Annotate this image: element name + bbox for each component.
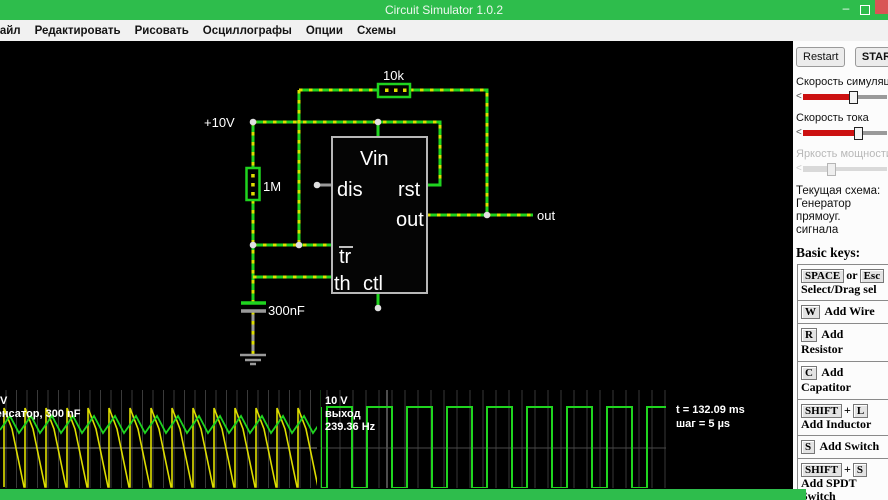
current-speed-track[interactable]: [803, 126, 887, 140]
circuit-canvas[interactable]: +10V 10k 1M 300nF out Vin dis rst out tr…: [0, 41, 793, 500]
window-title: Circuit Simulator 1.0.2: [384, 3, 504, 17]
sim-time: t = 132.09 ms: [676, 404, 745, 416]
start-stop-button[interactable]: START/stop: [854, 47, 888, 67]
current-circuit-caption: Текущая схема:: [796, 185, 881, 197]
close-button[interactable]: [875, 0, 888, 14]
hotkey-connector: or: [846, 268, 858, 282]
menu-edit[interactable]: Редактировать: [34, 24, 121, 37]
menu-draw[interactable]: Рисовать: [134, 24, 189, 37]
chip-pin-rst: rst: [398, 179, 421, 201]
scope-capacitor-value: V: [0, 395, 8, 407]
sim-step: шаг = 5 µs: [676, 418, 731, 430]
power-brightness-thumb: [827, 162, 837, 176]
chip-pin-vin: Vin: [360, 148, 389, 170]
sim-speed-thumb[interactable]: [849, 90, 859, 104]
sim-speed-track[interactable]: [803, 90, 887, 104]
scope-capacitor-title: конденсатор, 300 nF: [0, 408, 81, 420]
menu-bar: Файл Редактировать Рисовать Осциллографы…: [0, 20, 888, 42]
resistor-10k-dots: [385, 88, 407, 92]
scope-output[interactable]: 10 V выход 239.36 Hz: [320, 390, 666, 488]
scope-output-plot: [321, 390, 666, 488]
key-s: S: [852, 463, 867, 477]
menu-file[interactable]: Файл: [0, 24, 21, 37]
current-circuit-name-2: сигнала: [796, 224, 839, 236]
ground-symbol[interactable]: [240, 353, 266, 366]
junction-dots: [249, 118, 491, 312]
current-speed-thumb[interactable]: [853, 126, 863, 140]
hotkey-row: S Add Switch: [798, 436, 888, 459]
slider-left-arrow[interactable]: <: [796, 90, 802, 102]
hotkey-label: Add Capatitor: [801, 365, 851, 394]
slider-left-arrow[interactable]: <: [796, 126, 802, 138]
chip-pin-dis: dis: [337, 179, 363, 201]
window-bottom-border: [0, 489, 806, 500]
hotkey-label: Add Resistor: [801, 327, 844, 356]
circuit-drawing: +10V 10k 1M 300nF out Vin dis rst out tr…: [204, 68, 555, 366]
cap-label: 300nF: [268, 303, 305, 318]
hotkey-label: Add Wire: [822, 304, 875, 318]
key-r: R: [801, 328, 817, 342]
menu-options[interactable]: Опции: [305, 24, 343, 37]
hotkey-connector: +: [844, 462, 851, 476]
r10k-label: 10k: [383, 68, 404, 83]
hotkey-row: C Add Capatitor: [798, 362, 888, 400]
maximize-button[interactable]: [859, 0, 871, 20]
key-s: S: [801, 440, 816, 454]
sim-speed-label: Скорость симуляции: [796, 76, 888, 88]
menu-circuits[interactable]: Схемы: [356, 24, 396, 37]
hotkey-row: R Add Resistor: [798, 324, 888, 362]
menu-scopes[interactable]: Осциллографы: [202, 24, 292, 37]
scope-output-freq: 239.36 Hz: [325, 421, 376, 433]
ground-wires: [251, 183, 332, 355]
supply-label: +10V: [204, 115, 235, 130]
hotkey-row: W Add Wire: [798, 301, 888, 324]
capacitor-300nf[interactable]: [241, 301, 266, 313]
power-brightness-label: Яркость мощности: [796, 148, 888, 160]
key-space: SPACE: [801, 269, 845, 283]
scope-capacitor[interactable]: V конденсатор, 300 nF: [0, 390, 317, 488]
key-l: L: [852, 404, 869, 418]
sim-speed-slider[interactable]: <: [796, 89, 888, 104]
hotkey-label: Select/Drag sel: [801, 282, 877, 296]
key-w: W: [801, 305, 820, 319]
r1m-label: 1M: [263, 179, 281, 194]
hotkey-label: Add Inductor: [801, 417, 872, 431]
key-shift: SHIFT: [801, 404, 843, 418]
current-speed-slider[interactable]: <: [796, 125, 888, 140]
hotkey-label: Add SPDT Switch: [801, 476, 857, 500]
key-c: C: [801, 366, 817, 380]
chip-pin-ctl: ctl: [363, 273, 383, 295]
slider-left-arrow: <: [796, 162, 802, 174]
power-brightness-slider: <: [796, 161, 888, 176]
scope-output-scale: 10 V: [325, 395, 348, 407]
key-shift: SHIFT: [801, 463, 843, 477]
basic-keys-title: Basic keys:: [796, 245, 861, 260]
hotkey-connector: +: [844, 403, 851, 417]
scope-strip: V конденсатор, 300 nF 10 V выход 239.36 …: [0, 390, 793, 488]
chip-pin-out: out: [396, 209, 424, 231]
restart-button[interactable]: Restart: [796, 47, 846, 67]
maximize-icon: [860, 5, 870, 15]
title-bar: Circuit Simulator 1.0.2 –: [0, 0, 888, 20]
minimize-button[interactable]: –: [842, 1, 850, 15]
sidebar: Restart START/stop Скорость симуляции < …: [793, 41, 888, 500]
current-dots: [251, 88, 533, 355]
current-circuit-name-1: Генератор прямоуг.: [796, 198, 852, 223]
hotkey-label: Add Switch: [817, 439, 880, 453]
chip-pin-th: th: [334, 273, 351, 295]
chip-pin-tr: tr: [339, 246, 352, 268]
current-speed-label: Скорость тока: [796, 112, 869, 124]
key-esc: Esc: [859, 269, 885, 283]
out-node-label: out: [537, 208, 555, 223]
resistor-1m-dots: [251, 174, 255, 196]
scope-output-title: выход: [325, 408, 361, 420]
start-bold: START: [861, 51, 888, 63]
power-brightness-track: [803, 162, 887, 176]
chip-555-body[interactable]: [331, 136, 428, 294]
scope-capacitor-plot: [0, 390, 317, 488]
